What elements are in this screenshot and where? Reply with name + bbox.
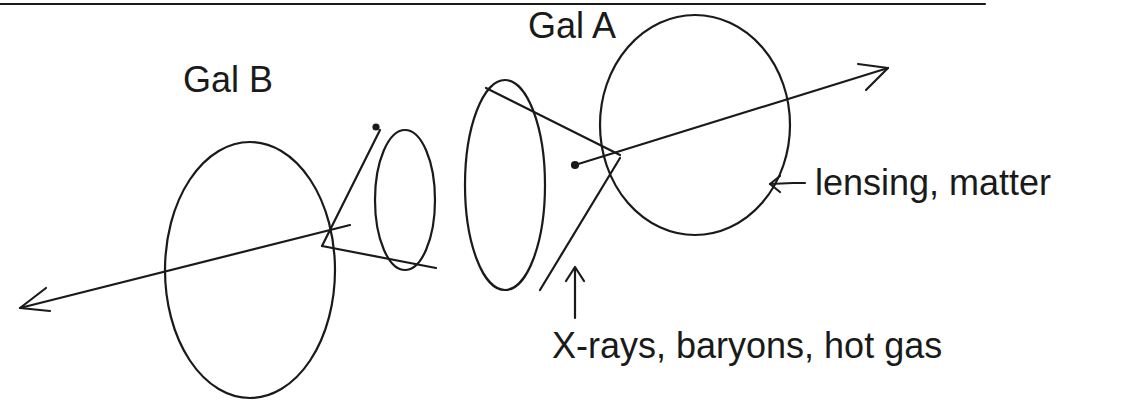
galaxy-a-motion-arrow (575, 68, 888, 165)
leader-arrowhead (566, 267, 584, 281)
leader-arrowhead (770, 176, 780, 192)
top-rule (0, 3, 985, 5)
galaxy-a-halo (600, 15, 790, 235)
galaxy-b-cone-edge (322, 130, 380, 246)
annotation-note: X-rays, baryons, hot gas (552, 326, 942, 366)
galaxy-a-arrowhead (858, 64, 888, 90)
leader-line (793, 182, 805, 184)
galaxy-label: Gal A (528, 6, 616, 46)
galaxy-b-cone-edge (322, 246, 436, 268)
leader-line (770, 183, 793, 184)
annotation-note: lensing, matter (815, 163, 1051, 203)
galaxy-b-arrowhead (20, 288, 50, 311)
galaxy-label: Gal B (183, 60, 273, 100)
leader-line (574, 268, 576, 318)
galaxy-b-motion-arrow (20, 225, 350, 308)
galaxy-a-cone-edge (540, 158, 620, 290)
galaxy-b-cone-base (375, 130, 435, 270)
galaxy-b-dot (374, 125, 379, 130)
galaxy-b-halo (165, 142, 335, 398)
